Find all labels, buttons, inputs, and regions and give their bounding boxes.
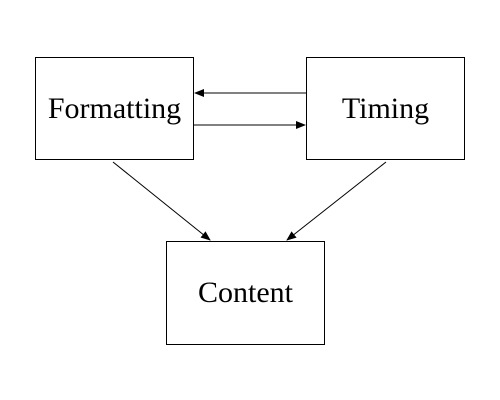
- formatting-label: Formatting: [47, 91, 182, 125]
- content-node: Content: [166, 241, 325, 345]
- content-label: Content: [198, 276, 293, 309]
- timing-label: Timing: [341, 91, 430, 125]
- arrow-formatting-to-content: [112, 161, 211, 241]
- formatting-node: Formatting: [35, 57, 194, 160]
- timing-node: Timing: [306, 57, 465, 160]
- arrow-timing-to-content: [286, 161, 387, 241]
